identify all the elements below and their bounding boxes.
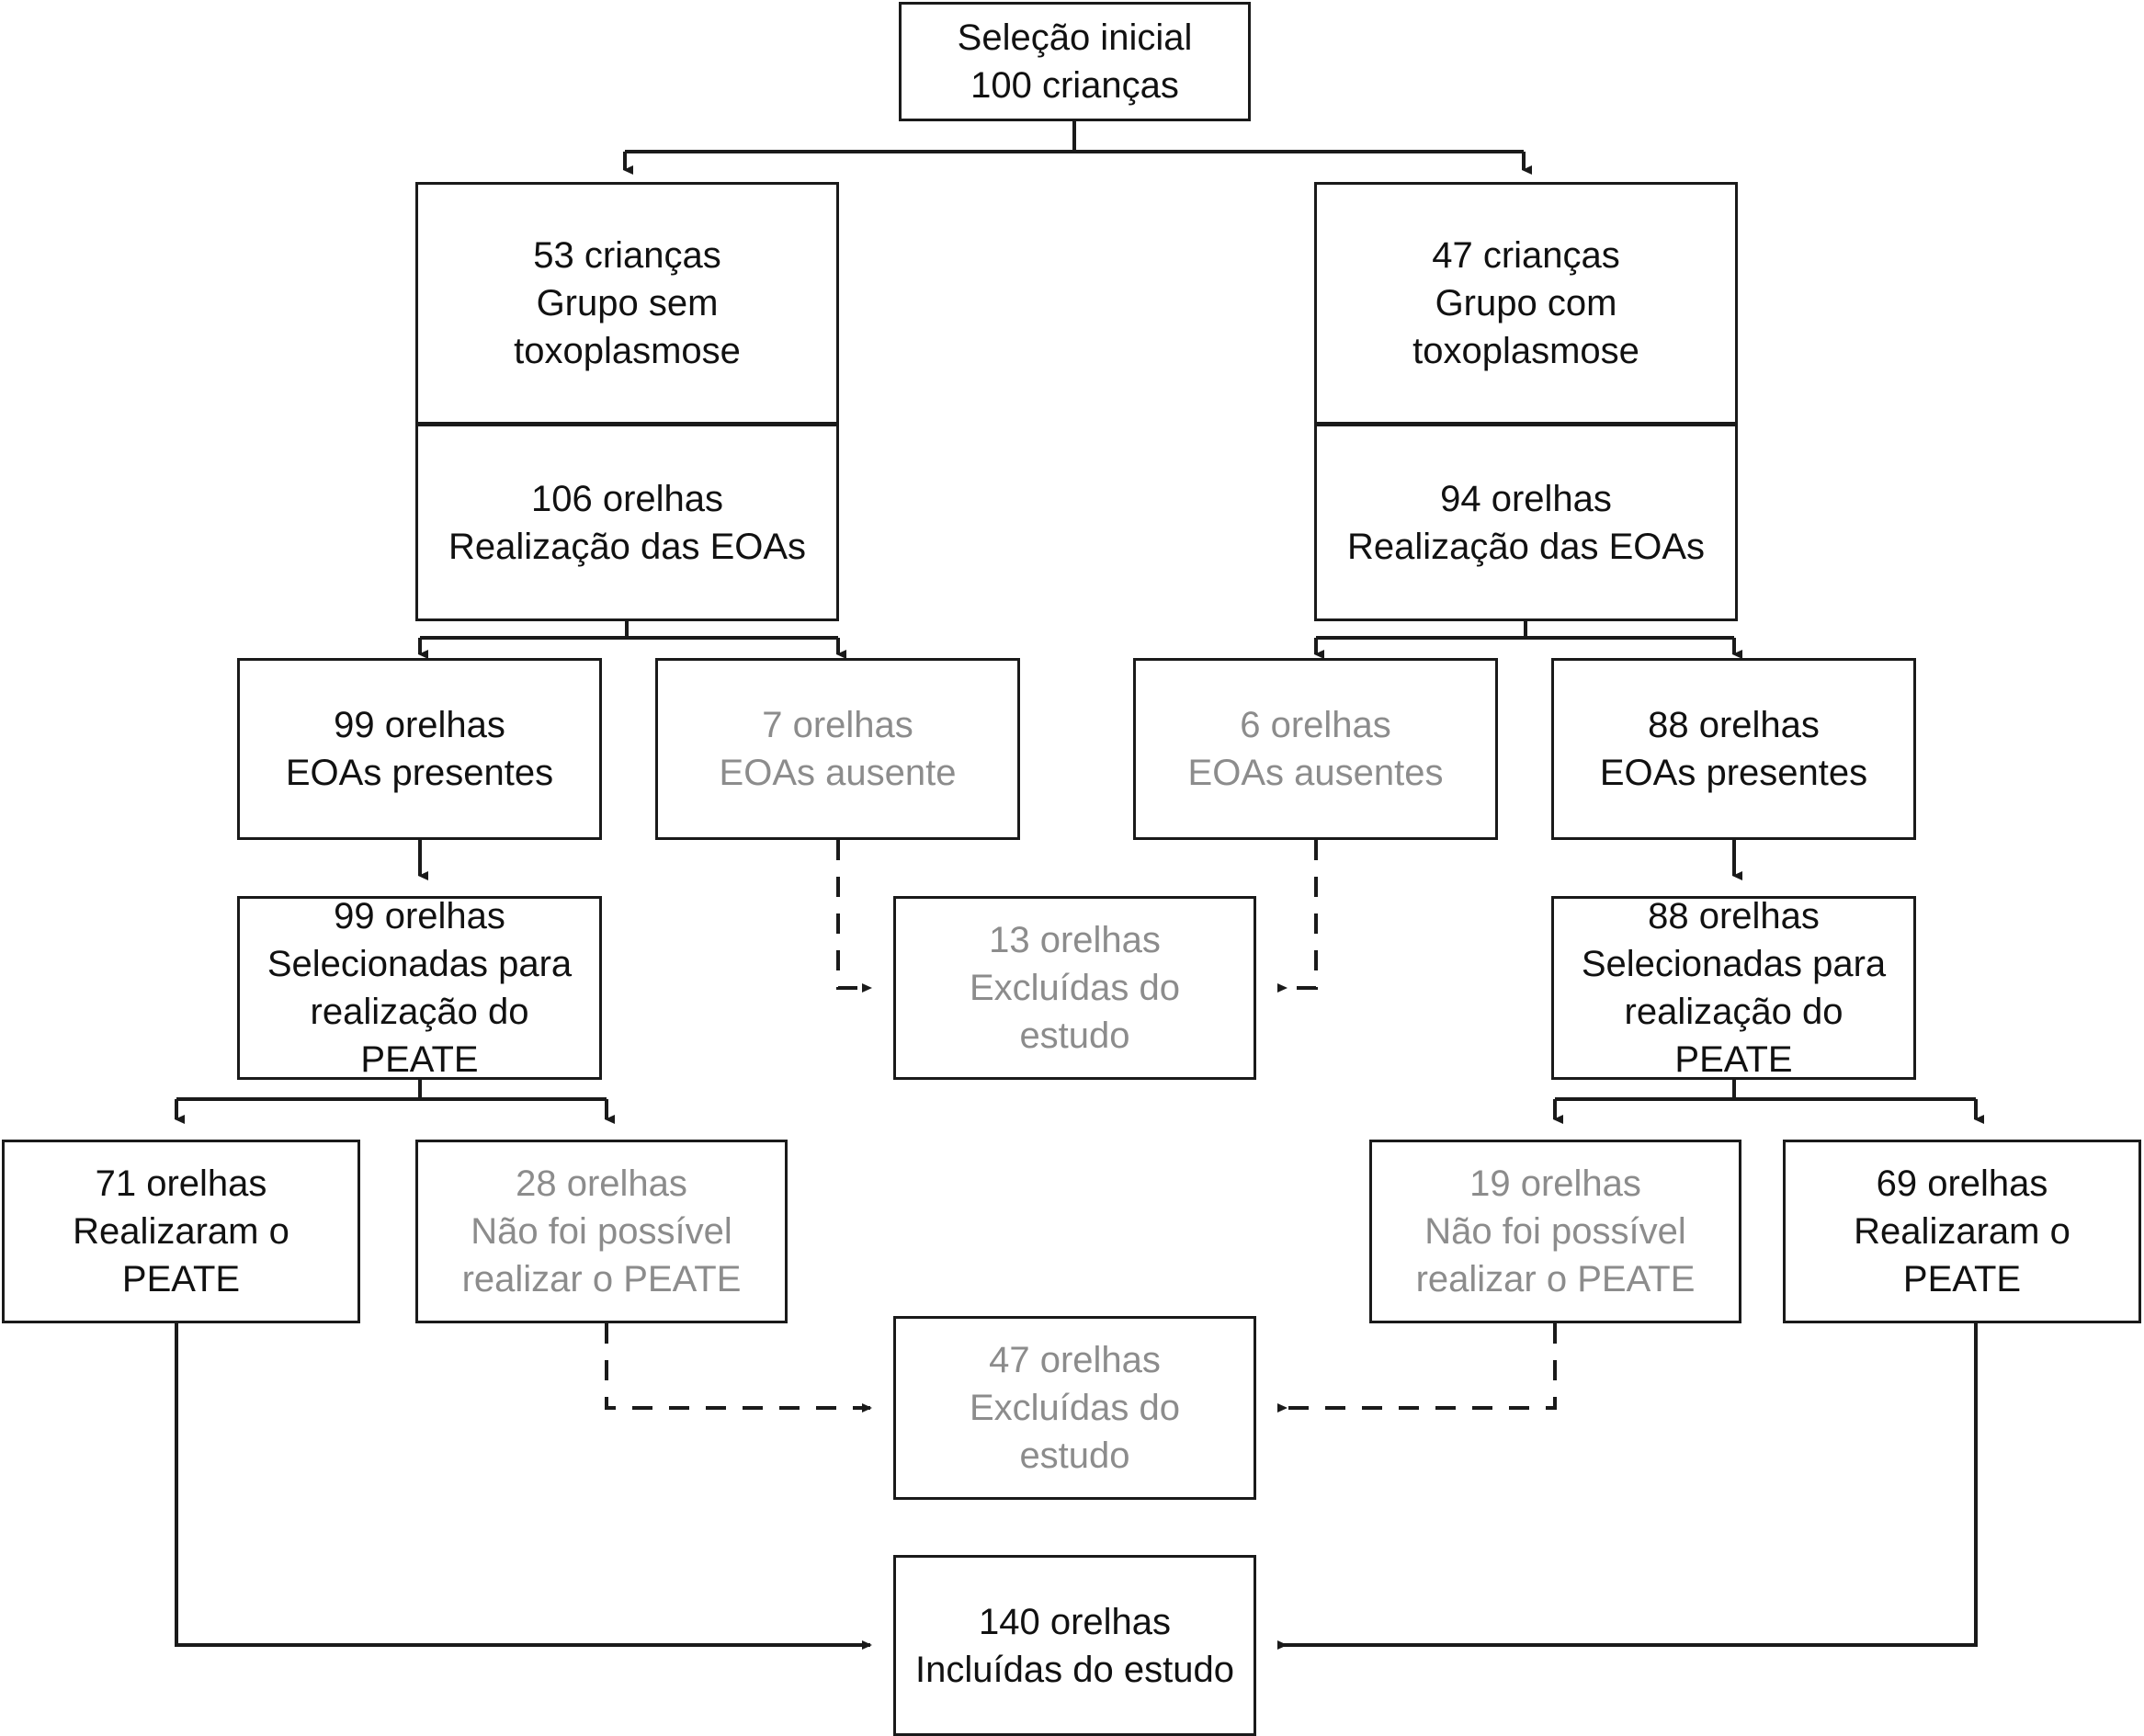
node-line: PEATE bbox=[360, 1039, 479, 1080]
node-88-orelhas-selecionadas-peate[interactable]: 88 orelhas Selecionadas para realização … bbox=[1551, 896, 1916, 1080]
edge-done-right-to-included bbox=[1277, 1323, 1978, 1650]
node-line: Realizaram o bbox=[1854, 1211, 2070, 1252]
node-line: Realizaram o bbox=[73, 1211, 289, 1252]
node-line: 13 orelhas bbox=[989, 920, 1161, 960]
node-line: 53 crianças bbox=[533, 235, 721, 276]
node-selecao-inicial[interactable]: Seleção inicial 100 crianças bbox=[899, 2, 1251, 121]
node-69-orelhas-realizaram-peate[interactable]: 69 orelhas Realizaram o PEATE bbox=[1783, 1140, 2141, 1323]
node-line: Excluídas do bbox=[969, 968, 1181, 1008]
node-line: EOAs presentes bbox=[1599, 753, 1868, 793]
node-line: 71 orelhas bbox=[95, 1163, 267, 1204]
node-line: Realização das EOAs bbox=[1346, 526, 1706, 567]
node-line: Selecionadas para bbox=[267, 944, 573, 984]
node-106-orelhas-eoas[interactable]: 106 orelhas Realização das EOAs bbox=[415, 424, 839, 621]
node-6-orelhas-eoas-ausentes[interactable]: 6 orelhas EOAs ausentes bbox=[1133, 658, 1498, 840]
edge-fail-left-to-excluded47 bbox=[605, 1323, 872, 1413]
node-line: 28 orelhas bbox=[516, 1163, 687, 1204]
node-line: Incluídas do estudo bbox=[915, 1649, 1234, 1690]
node-94-orelhas-eoas[interactable]: 94 orelhas Realização das EOAs bbox=[1314, 424, 1738, 621]
node-line: 88 orelhas bbox=[1648, 896, 1820, 936]
node-line: Seleção inicial bbox=[957, 17, 1193, 58]
node-line: PEATE bbox=[121, 1259, 241, 1299]
node-line: PEATE bbox=[1674, 1039, 1793, 1080]
node-line: EOAs presentes bbox=[285, 753, 554, 793]
node-line: realizar o PEATE bbox=[461, 1259, 742, 1299]
node-71-orelhas-realizaram-peate[interactable]: 71 orelhas Realizaram o PEATE bbox=[2, 1140, 360, 1323]
edge-fail-right-to-excluded47 bbox=[1277, 1323, 1557, 1413]
node-line: 100 crianças bbox=[970, 65, 1179, 106]
node-grupo-sem-toxoplasmose[interactable]: 53 crianças Grupo sem toxoplasmose bbox=[415, 182, 839, 425]
node-line: Grupo sem bbox=[536, 283, 719, 323]
node-line: 19 orelhas bbox=[1469, 1163, 1641, 1204]
dashed-connector-group bbox=[605, 840, 1557, 1413]
node-140-orelhas-incluidas[interactable]: 140 orelhas Incluídas do estudo bbox=[893, 1555, 1256, 1736]
node-line: Realização das EOAs bbox=[448, 526, 807, 567]
node-99-orelhas-selecionadas-peate[interactable]: 99 orelhas Selecionadas para realização … bbox=[237, 896, 602, 1080]
node-line: Não foi possível bbox=[471, 1211, 732, 1252]
node-99-orelhas-eoas-presentes[interactable]: 99 orelhas EOAs presentes bbox=[237, 658, 602, 840]
node-line: EOAs ausente bbox=[719, 753, 957, 793]
solid-connector-group bbox=[175, 121, 1984, 1650]
node-47-orelhas-excluidas[interactable]: 47 orelhas Excluídas do estudo bbox=[893, 1316, 1256, 1500]
node-line: 88 orelhas bbox=[1648, 705, 1820, 745]
node-line: estudo bbox=[1019, 1435, 1130, 1476]
node-line: Não foi possível bbox=[1424, 1211, 1686, 1252]
node-grupo-com-toxoplasmose[interactable]: 47 crianças Grupo com toxoplasmose bbox=[1314, 182, 1738, 425]
node-line: 94 orelhas bbox=[1440, 478, 1612, 519]
edge-absent-right-to-excluded13 bbox=[1277, 840, 1318, 993]
node-line: 99 orelhas bbox=[334, 705, 505, 745]
node-line: 140 orelhas bbox=[978, 1601, 1172, 1642]
node-13-orelhas-excluidas[interactable]: 13 orelhas Excluídas do estudo bbox=[893, 896, 1256, 1080]
edge-done-left-to-included bbox=[175, 1323, 872, 1650]
edge-absent-left-to-excluded13 bbox=[836, 840, 872, 993]
node-88-orelhas-eoas-presentes[interactable]: 88 orelhas EOAs presentes bbox=[1551, 658, 1916, 840]
node-line: 6 orelhas bbox=[1240, 705, 1391, 745]
node-line: 106 orelhas bbox=[530, 478, 724, 519]
node-19-orelhas-nao-realizou-peate[interactable]: 19 orelhas Não foi possível realizar o P… bbox=[1369, 1140, 1741, 1323]
node-line: toxoplasmose bbox=[514, 331, 741, 371]
node-7-orelhas-eoas-ausente[interactable]: 7 orelhas EOAs ausente bbox=[655, 658, 1020, 840]
node-line: 99 orelhas bbox=[334, 896, 505, 936]
node-line: Selecionadas para bbox=[1581, 944, 1887, 984]
node-line: estudo bbox=[1019, 1016, 1130, 1056]
node-line: EOAs ausentes bbox=[1187, 753, 1444, 793]
node-line: 47 orelhas bbox=[989, 1340, 1161, 1380]
node-line: realização do bbox=[1624, 992, 1843, 1032]
node-line: PEATE bbox=[1902, 1259, 2022, 1299]
node-28-orelhas-nao-realizou-peate[interactable]: 28 orelhas Não foi possível realizar o P… bbox=[415, 1140, 788, 1323]
node-line: 7 orelhas bbox=[762, 705, 913, 745]
node-line: Grupo com bbox=[1435, 283, 1617, 323]
node-line: 69 orelhas bbox=[1876, 1163, 2048, 1204]
node-line: Excluídas do bbox=[969, 1388, 1181, 1428]
node-line: realizar o PEATE bbox=[1415, 1259, 1696, 1299]
node-line: toxoplasmose bbox=[1412, 331, 1639, 371]
node-line: 47 crianças bbox=[1432, 235, 1620, 276]
node-line: realização do bbox=[310, 992, 529, 1032]
